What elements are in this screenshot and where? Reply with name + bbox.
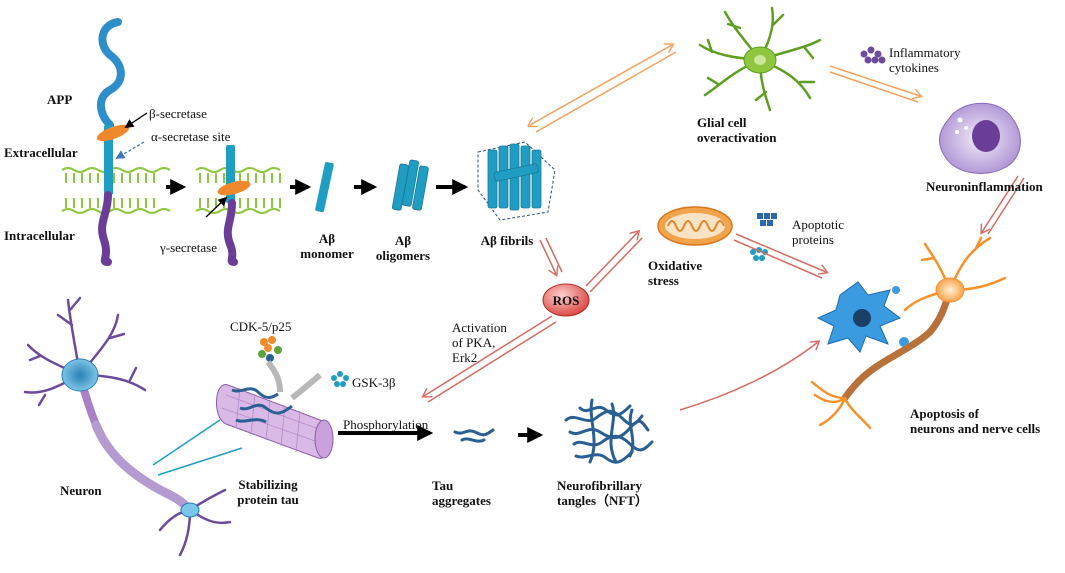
label-neuron: Neuron: [60, 483, 102, 498]
cleaved-app: [217, 145, 251, 266]
label-tau-line2: aggregates: [432, 493, 491, 508]
label-abeta-oligomers-line1: Aβ: [394, 233, 412, 248]
gamma-secretase-pointer: [205, 196, 228, 218]
arrow-glial-to-inflammation-outline: [829, 71, 919, 103]
label-glial-line1: Glial cell: [697, 115, 747, 130]
cdk5-p25-cluster: [258, 336, 282, 362]
label-apoptosis-line2: neurons and nerve cells: [910, 421, 1041, 436]
label-apoptotic-proteins-line1: Apoptotic: [792, 217, 844, 232]
arrow-inflammation-to-apoptosis-outline: [987, 177, 1025, 235]
arrow-stress-to-apoptosis: [735, 233, 826, 272]
label-activation-line3: Erk2: [452, 350, 478, 365]
label-abeta-monomer-line2: monomer: [300, 246, 354, 261]
arrow-fibrils-glial-outline: [535, 51, 677, 133]
label-alpha-secretase-site: α-secretase site: [151, 129, 231, 144]
app-protein: [96, 18, 130, 266]
beta-secretase-pointer: [124, 112, 148, 129]
arrow-ros-to-tau-outline: [427, 321, 557, 403]
neuroninflammation-cell: [939, 102, 1021, 174]
glial-cell-shape: [698, 6, 822, 112]
label-app: APP: [47, 92, 73, 107]
abeta-fibrils-shape: [477, 141, 556, 221]
arrow-inflammation-to-apoptosis: [982, 175, 1019, 232]
neuron-shape: [23, 296, 232, 557]
label-gamma-secretase: γ-secretase: [160, 240, 217, 255]
label-abeta-monomer-line1: Aβ: [318, 231, 336, 246]
label-intracellular: Intracellular: [4, 228, 75, 243]
microtubule-with-tau: [215, 384, 334, 459]
nft-shape: [564, 398, 654, 464]
ros-bubble: [542, 283, 590, 317]
cell-membrane-left: [61, 167, 171, 214]
label-stabilizing-line2: protein tau: [237, 492, 299, 507]
label-inflammatory-line2: cytokines: [889, 60, 939, 75]
label-neuroninflammation: Neuroninflammation: [926, 179, 1043, 194]
mitochondrion-shape: [657, 206, 733, 246]
label-ros: ROS: [552, 293, 580, 308]
zoom-line-upper: [152, 419, 221, 466]
alpha-secretase-pointer: [115, 141, 145, 159]
tau-aggregates-shape: [453, 428, 495, 443]
label-tau-line1: Tau: [432, 478, 454, 493]
arrow-fibrils-glial: [530, 45, 672, 125]
label-apoptotic-proteins-line2: proteins: [792, 232, 834, 247]
abeta-oligomers-shape: [391, 159, 429, 211]
gsk3b-cluster: [331, 371, 349, 387]
label-oxidative-stress-line2: stress: [648, 273, 679, 288]
apoptotic-cell-shape: [816, 281, 909, 353]
arrow-ros-to-oxidative: [585, 232, 638, 287]
arrow-glial-to-inflammation: [829, 65, 920, 96]
label-activation-line1: Activation: [452, 320, 507, 335]
arrow-nft-to-apoptosis: [679, 342, 818, 411]
label-activation-line2: of PKA,: [452, 335, 496, 350]
label-oxidative-stress-line1: Oxidative: [648, 258, 703, 273]
label-gsk3b: GSK-3β: [352, 375, 396, 390]
arrow-ros-to-tau: [424, 315, 553, 396]
zoom-line-lower: [157, 447, 243, 476]
label-abeta-oligomers-line2: oligomers: [375, 248, 431, 263]
label-apoptosis-line1: Apoptosis of: [910, 406, 979, 421]
abeta-monomer-shape: [315, 162, 334, 213]
label-cdk5-p25: CDK-5/p25: [230, 319, 292, 334]
cdk5-binding-arrow: [265, 360, 283, 393]
label-abeta-fibrils: Aβ fibrils: [480, 233, 534, 248]
label-inflammatory-line1: Inflammatory: [889, 45, 961, 60]
arrow-ros-to-oxidative-outline: [589, 237, 643, 293]
inflammatory-cytokines-cluster: [860, 46, 886, 64]
apoptotic-proteins-cluster: [750, 213, 777, 261]
arrow-stress-to-apoptosis-outline: [733, 239, 823, 279]
label-nft-line1: Neurofibrillary: [557, 478, 642, 493]
label-glial-line2: overactivation: [697, 130, 777, 145]
label-extracellular: Extracellular: [4, 145, 78, 160]
label-beta-secretase: β-secretase: [149, 106, 207, 121]
label-stabilizing-line1: Stabilizing: [238, 477, 298, 492]
arrow-fibrils-to-ros: [539, 239, 556, 274]
arrow-fibrils-to-ros-outline: [545, 237, 563, 273]
nerve-cell-shape: [810, 236, 1007, 430]
label-phosphorylation: Phosphorylation: [343, 417, 429, 432]
label-nft-line2: tangles（NFT）: [557, 493, 649, 508]
gsk3b-binding-arrow: [290, 372, 322, 401]
